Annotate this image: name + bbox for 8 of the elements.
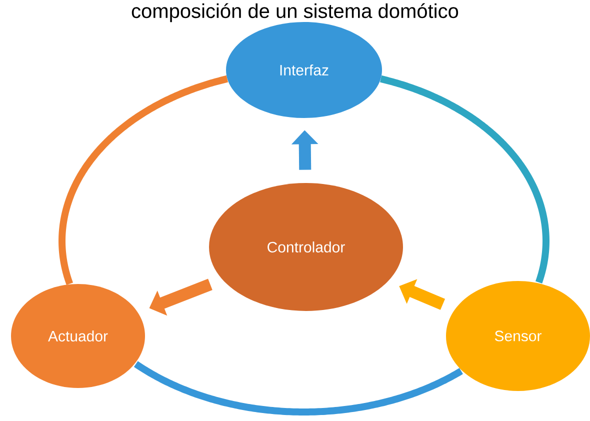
ring-arc: [379, 75, 550, 284]
ellipse-node: Interfaz: [226, 22, 382, 118]
title: composición de un sistema domótico: [132, 3, 458, 22]
ellipse-node: Controlador: [209, 183, 403, 311]
ring-arc: [58, 75, 229, 286]
ring-arc: [134, 361, 463, 416]
ellipse-node: Sensor: [446, 281, 590, 391]
ellipse-node: Actuador: [11, 284, 145, 388]
